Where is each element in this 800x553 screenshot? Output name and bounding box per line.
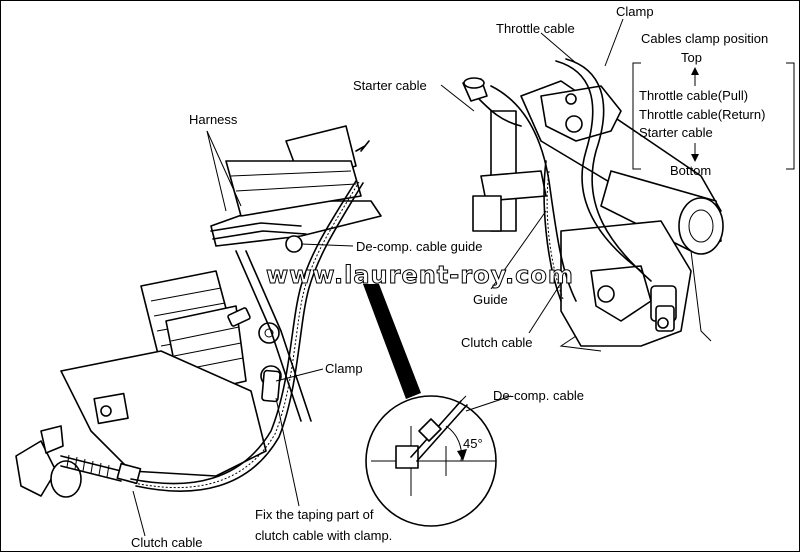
decomp-detail-inset [363, 284, 497, 527]
label-harness: Harness [189, 112, 238, 127]
label-fix-line1: Fix the taping part of [255, 507, 374, 522]
label-fix-line2: clutch cable with clamp. [255, 528, 392, 543]
label-bottom: Bottom [670, 163, 711, 178]
engine-assembly [15, 125, 382, 498]
label-throttle-pull: Throttle cable(Pull) [639, 88, 748, 103]
label-clamp-mid: Clamp [325, 361, 363, 376]
label-angle: 45° [463, 436, 483, 451]
label-guide: Guide [473, 292, 508, 307]
label-decomp-guide: De-comp. cable guide [356, 239, 482, 254]
label-clutch-cable-bottom: Clutch cable [131, 535, 203, 550]
label-starter-cable-list: Starter cable [639, 125, 713, 140]
label-throttle-cable: Throttle cable [496, 21, 575, 36]
handlebar-assembly [462, 58, 724, 352]
cable-adjuster-spring [60, 454, 142, 485]
label-decomp-cable: De-comp. cable [493, 388, 584, 403]
label-cables-clamp-position: Cables clamp position [641, 31, 768, 46]
label-clutch-cable-right: Clutch cable [461, 335, 533, 350]
label-throttle-return: Throttle cable(Return) [639, 107, 765, 122]
watermark-text: www.laurent-roy.com [266, 261, 574, 289]
label-top: Top [681, 50, 702, 65]
labels: Throttle cable Clamp Cables clamp positi… [131, 4, 768, 550]
label-starter-cable: Starter cable [353, 78, 427, 93]
label-clamp-top: Clamp [616, 4, 654, 19]
leader-lines [132, 18, 795, 537]
